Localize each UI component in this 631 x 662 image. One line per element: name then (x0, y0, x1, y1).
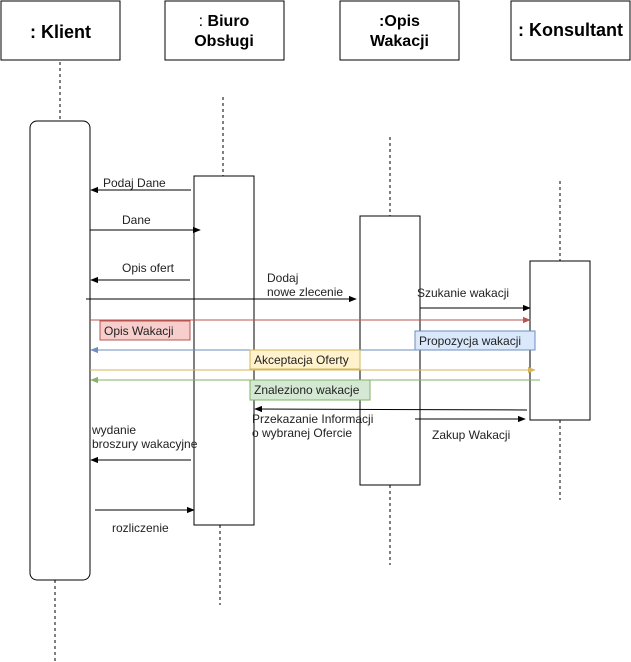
label-dodaj-line1: Dodaj (267, 271, 298, 285)
label-dane: Dane (122, 213, 151, 227)
label-box-propozycja (414, 330, 536, 351)
label-opis-ofert: Opis ofert (122, 261, 175, 275)
label-zakup-wakacji: Zakup Wakacji (432, 428, 510, 442)
participant-biuro-obslugi[interactable]: : Biuro Obsługi (164, 0, 285, 61)
label-akceptacja: Akceptacja Oferty (254, 353, 349, 367)
label-box-znaleziono (249, 379, 371, 401)
participant-konsultant[interactable]: : Konsultant (510, 0, 631, 61)
label-wydanie-line2: broszury wakacyjne (92, 437, 198, 451)
label-propozycja: Propozycja wakacji (419, 334, 521, 348)
label-szukanie-wakacji: Szukanie wakacji (417, 286, 509, 300)
participant-biuro-label-line2: Obsługi (194, 33, 254, 50)
label-box-opis-wakacji (99, 320, 191, 341)
label-box-akceptacja (249, 349, 361, 370)
activation-konsultant[interactable] (529, 260, 591, 421)
participant-opis-label-line2: Wakacji (370, 33, 429, 50)
label-podaj-dane: Podaj Dane (103, 176, 166, 190)
participant-konsultant-label: : Konsultant (518, 20, 623, 40)
label-opis-wakacji: Opis Wakacji (104, 324, 174, 338)
participant-opis-label-line1: :Opis (379, 13, 420, 30)
label-przekazanie-line1: Przekazanie Informacji (252, 412, 373, 426)
participant-klient-label: : Klient (30, 22, 91, 42)
label-znaleziono: Znaleziono wakacje (254, 383, 360, 397)
label-dodaj-line2: nowe zlecenie (267, 285, 343, 299)
label-przekazanie-line2: o wybranej Ofercie (252, 426, 352, 440)
activation-klient[interactable] (29, 120, 91, 581)
label-rozliczenie: rozliczenie (112, 521, 169, 535)
participant-klient[interactable]: : Klient (0, 0, 121, 61)
participant-opis-wakacji[interactable]: :Opis Wakacji (339, 0, 460, 61)
participant-biuro-label-line1: : Biuro (199, 13, 250, 30)
label-wydanie-line1: wydanie (91, 423, 136, 437)
arrow-przekazanie-informacji[interactable] (254, 405, 528, 413)
